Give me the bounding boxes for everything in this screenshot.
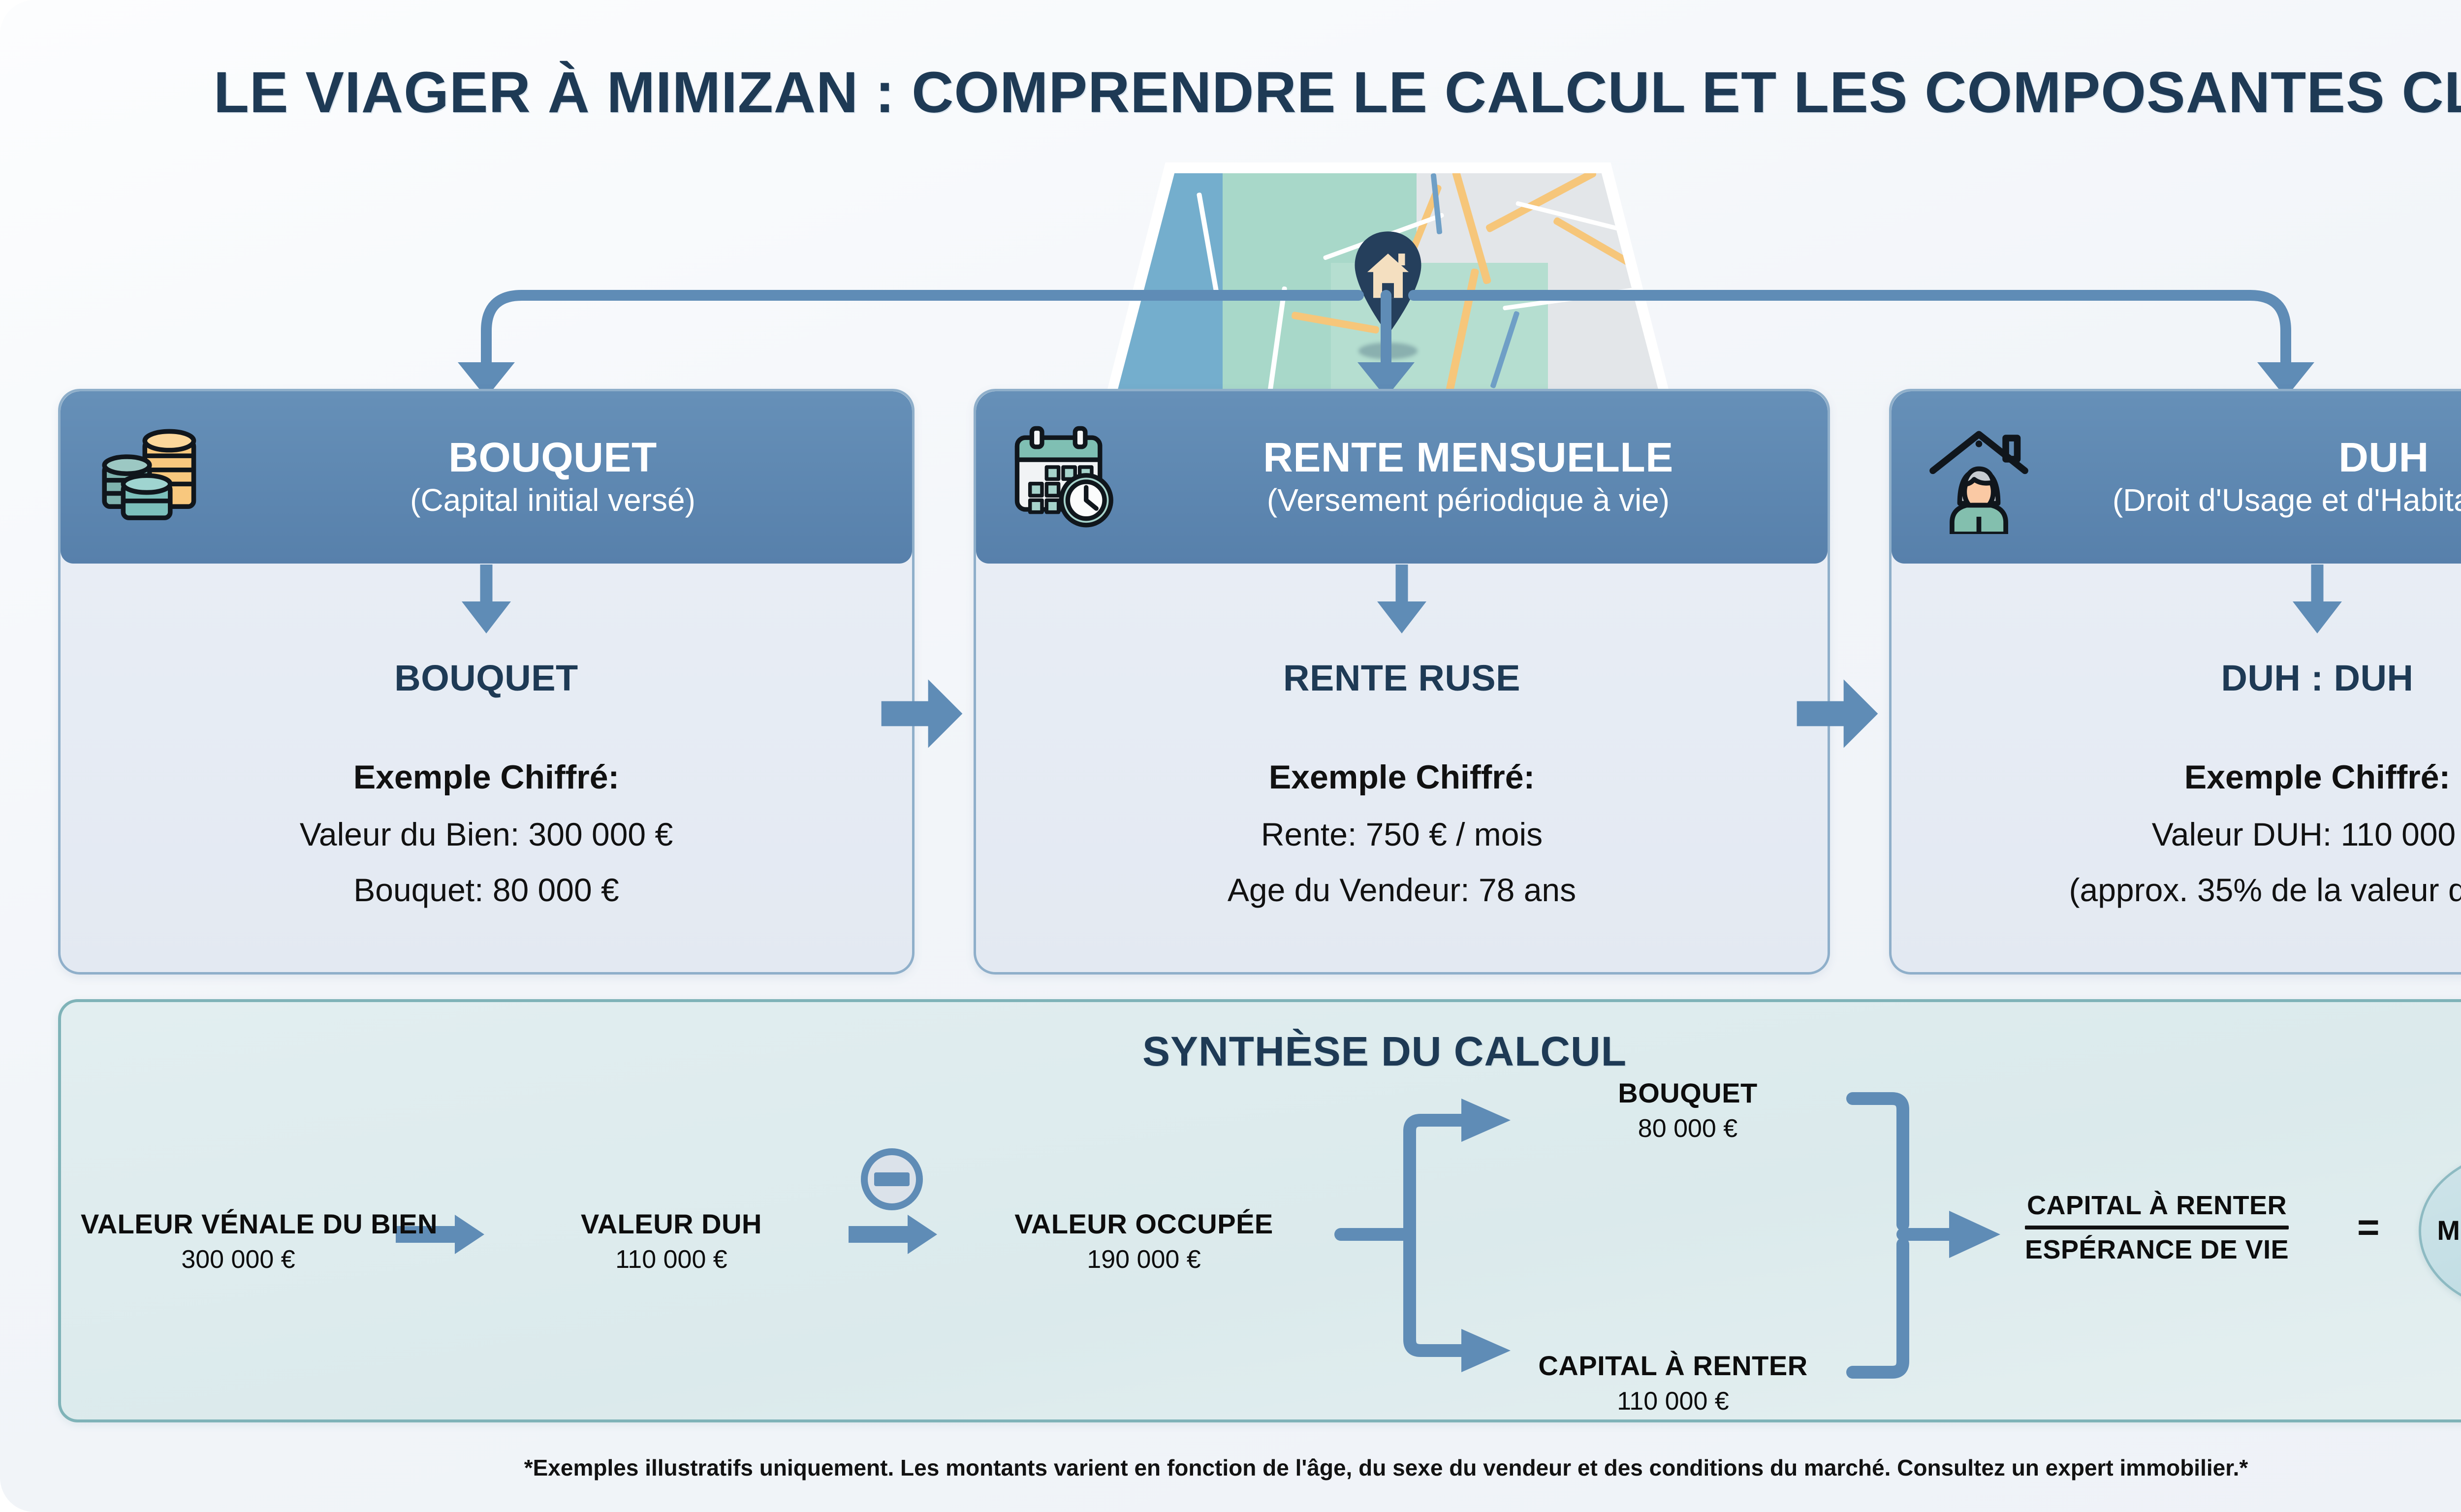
- down-arrow-icon: [462, 565, 511, 633]
- connector-arrowhead: [2257, 362, 2314, 398]
- card-title: DUH: [2338, 434, 2429, 481]
- example-label: Exemple Chiffré:: [1268, 758, 1535, 796]
- card-subtitle: (Versement périodique à vie): [1266, 482, 1670, 518]
- card-header-text: BOUQUET (Capital initial versé): [61, 437, 912, 518]
- card-header: BOUQUET (Capital initial versé): [61, 391, 912, 564]
- synthesis-panel: SYNTHÈSE DU CALCUL: [58, 999, 2461, 1422]
- card-title: RENTE MENSUELLE: [1263, 434, 1673, 481]
- card-header-text: DUH (Droit d'Usage et d'Habitation - déc…: [1892, 437, 2461, 518]
- flow-branch-value: 80 000 €: [1638, 1114, 1738, 1143]
- top-branch-connector: [458, 290, 2314, 398]
- map-road: [1484, 173, 1597, 233]
- synthesis-flow-graphics: [396, 1092, 2000, 1379]
- card-header: RENTE MENSUELLE (Versement périodique à …: [976, 391, 1828, 564]
- card-section-label: BOUQUET: [394, 658, 578, 698]
- card-header-text: RENTE MENSUELLE (Versement périodique à …: [976, 437, 1828, 518]
- example-line: Valeur du Bien: 300 000 €: [299, 816, 673, 852]
- example-label: Exemple Chiffré:: [353, 758, 620, 796]
- formula-divider: [2025, 1226, 2289, 1229]
- example-line: (approx. 35% de la valeur du bien): [2069, 872, 2461, 908]
- equals-sign: =: [2357, 1205, 2380, 1249]
- example-line: Bouquet: 80 000 €: [353, 872, 619, 908]
- synthesis-title: SYNTHÈSE DU CALCUL: [1142, 1028, 1627, 1074]
- flow-step-value: 190 000 €: [1087, 1245, 1201, 1274]
- flow-arrow-icon: [1461, 1329, 1511, 1372]
- rente-formula: CAPITAL À RENTER ESPÉRANCE DE VIE: [2025, 1190, 2289, 1265]
- card-section-label: DUH : DUH: [2221, 658, 2414, 698]
- coins-stack-icon: [86, 416, 209, 539]
- page-title: LE VIAGER À MIMIZAN : COMPRENDRE LE CALC…: [213, 60, 2461, 125]
- flow-step-value: 300 000 €: [181, 1245, 295, 1274]
- result-line-2: MENSUELLE: [2437, 1214, 2461, 1246]
- card-duh[interactable]: DUH (Droit d'Usage et d'Habitation - déc…: [1889, 389, 2461, 975]
- connector-arrowhead: [1357, 362, 1415, 398]
- connector-arrowhead: [458, 362, 515, 398]
- card-subtitle: (Capital initial versé): [410, 482, 695, 518]
- card-link-arrow-icon: [881, 679, 963, 748]
- example-label: Exemple Chiffré:: [2184, 758, 2451, 796]
- card-title: BOUQUET: [448, 434, 657, 481]
- flow-step-label: VALEUR OCCUPÉE: [1014, 1208, 1273, 1239]
- formula-numerator: CAPITAL À RENTER: [2027, 1191, 2287, 1220]
- example-line: Valeur DUH: 110 000 €: [2151, 816, 2461, 852]
- down-arrow-icon: [1377, 565, 1426, 633]
- flow-step: VALEUR OCCUPÉE 190 000 €: [957, 1208, 1331, 1274]
- formula-denominator: ESPÉRANCE DE VIE: [2025, 1235, 2289, 1264]
- flow-branch-label: CAPITAL À RENTER: [1538, 1350, 1808, 1381]
- flow-step-label: VALEUR DUH: [581, 1208, 762, 1239]
- flow-arrow-icon: [849, 1215, 937, 1254]
- flow-step: VALEUR DUH 110 000 €: [504, 1208, 839, 1274]
- example-line: Age du Vendeur: 78 ans: [1227, 872, 1577, 908]
- card-link-arrow-icon: [1797, 679, 1878, 748]
- footer-disclaimer: *Exemples illustratifs uniquement. Les m…: [524, 1455, 2248, 1480]
- example-line: Rente: 750 € / mois: [1261, 816, 1543, 852]
- flow-step-value: 110 000 €: [615, 1245, 727, 1274]
- calendar-clock-icon: [1002, 416, 1125, 539]
- card-section-label: RENTE RUSE: [1283, 658, 1520, 698]
- flow-branch-value: 110 000 €: [1617, 1387, 1729, 1416]
- card-bouquet[interactable]: BOUQUET (Capital initial versé) BOUQUET …: [58, 389, 915, 975]
- card-subtitle: (Droit d'Usage et d'Habitation - décote): [2112, 482, 2461, 518]
- flow-branch: CAPITAL À RENTER 110 000 €: [1486, 1350, 1860, 1416]
- flow-arrow-icon: [1461, 1099, 1511, 1142]
- flow-branch-label: BOUQUET: [1618, 1077, 1758, 1108]
- flow-arrow-icon: [396, 1215, 484, 1254]
- flow-step: VALEUR VÉNALE DU BIEN 300 000 €: [81, 1208, 438, 1274]
- map-street: [1515, 200, 1664, 245]
- senior-under-roof-icon: [1917, 416, 2040, 539]
- flow-arrow-icon: [1949, 1211, 2000, 1258]
- map-pin-house-icon: [1355, 231, 1421, 335]
- card-header: DUH (Droit d'Usage et d'Habitation - déc…: [1892, 391, 2461, 564]
- flow-step-label: VALEUR VÉNALE DU BIEN: [81, 1208, 438, 1239]
- card-rente-mensuelle[interactable]: RENTE MENSUELLE (Versement périodique à …: [974, 389, 1830, 975]
- flow-branch: BOUQUET 80 000 €: [1520, 1077, 1855, 1143]
- down-arrow-icon: [2293, 565, 2342, 633]
